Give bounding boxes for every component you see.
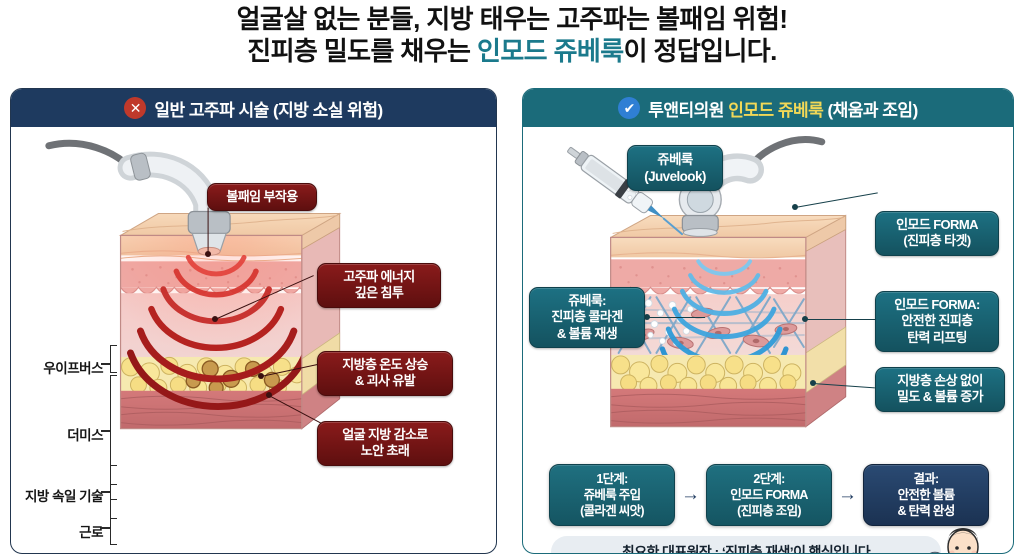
left-panel-header: ✕ 일반 고주파 시술 (지방 소실 위험) <box>11 89 496 127</box>
right-header-pre: 투앤티의원 <box>648 100 729 120</box>
layer-brace-2 <box>110 465 117 519</box>
leader-dot-juvelook <box>644 314 650 320</box>
label-juvelook: 쥬베룩 (Juvelook) <box>627 145 723 191</box>
leader-dot-3 <box>266 392 272 398</box>
layer-tick-2 <box>101 491 110 493</box>
leader-line-juvelook <box>647 317 705 319</box>
right-header-accent: 인모드 쥬베룩 <box>728 100 824 120</box>
right-panel: ✔ 투앤티의원 인모드 쥬베룩 (채움과 조임) <box>522 88 1014 554</box>
page-title: 얼굴살 없는 분들, 지방 태우는 고주파는 볼패임 위험! 진피층 밀도를 채… <box>0 4 1024 67</box>
layer-tick-1 <box>101 430 110 432</box>
step-box-3: 결과: 안전한 볼륨 & 탄력 완성 <box>863 464 989 526</box>
layer-label-0: 우이프버스 <box>43 361 103 376</box>
callout-forma-target: 인모드 FORMA (진피층 타겟) <box>875 211 999 256</box>
leader-line-forma-lifting <box>805 319 875 321</box>
callout-fat-temp: 지방층 온도 상승 & 괴사 유발 <box>317 351 453 396</box>
leader-dot-forma-target <box>792 204 798 210</box>
layer-brace-0 <box>110 345 117 373</box>
step-flow: 1단계: 쥬베룩 주입 (콜라겐 씨앗) → 2단계: 인모드 FORMA (진… <box>541 462 997 528</box>
leader-dot-fat-safe <box>810 380 816 386</box>
bottom-banner: 최요한 대표원장 : ‘진피층 재생’이 핵심입니다 <box>551 536 941 553</box>
layer-tick-0 <box>101 363 110 365</box>
layer-label-1: 더미스 <box>67 428 103 443</box>
leader-dot-1 <box>212 316 218 322</box>
right-panel-body: 쥬베룩 (Juvelook) 쥬베룩: 진피층 콜라겐 & 볼륨 재생 인모드 … <box>523 127 1013 553</box>
syringe-icon <box>567 147 684 236</box>
leader-dot-2 <box>258 373 264 379</box>
title-line-2-post: 이 정답입니다. <box>623 35 778 66</box>
callout-fat-safe: 지방층 손상 없이 밀도 & 볼륨 증가 <box>875 367 1005 412</box>
step-box-2: 2단계: 인모드 FORMA (진피층 조임) <box>706 464 832 526</box>
layer-label-3: 근로 <box>79 525 103 540</box>
callout-forma-lifting: 인모드 FORMA: 안전한 진피층 탄력 리프팅 <box>875 291 999 353</box>
leader-line-0 <box>207 207 209 254</box>
right-panel-header: ✔ 투앤티의원 인모드 쥬베룩 (채움과 조임) <box>523 89 1013 127</box>
left-panel-header-title: 일반 고주파 시술 (지방 소실 위험) <box>154 100 383 120</box>
leader-dot-forma-lifting <box>802 316 808 322</box>
title-line-2-pre: 진피층 밀도를 채우는 <box>247 35 478 66</box>
left-panel-body: 우이프버스 더미스 지방 속일 기술 근로 볼패임 부작용 고주파 에너지 깊은… <box>11 127 496 553</box>
callout-rf-energy: 고주파 에너지 깊은 침투 <box>317 263 441 308</box>
callout-juvelook-collagen: 쥬베룩: 진피층 콜라겐 & 볼륨 재생 <box>529 287 645 349</box>
title-line-2-accent: 인모드 쥬베룩 <box>477 35 624 66</box>
layer-brace-1 <box>110 375 117 485</box>
doctor-magnifier-icon <box>929 528 979 553</box>
check-circle-icon: ✔ <box>618 97 641 119</box>
step-box-1: 1단계: 쥬베룩 주입 (콜라겐 씨앗) <box>549 464 675 526</box>
right-panel-header-title: 투앤티의원 인모드 쥬베룩 (채움과 조임) <box>648 96 918 121</box>
callout-fat-loss: 얼굴 지방 감소로 노안 초래 <box>317 421 453 466</box>
layer-label-2: 지방 속일 기술 <box>25 489 104 504</box>
x-circle-icon: ✕ <box>124 97 147 119</box>
step-arrow-2: → <box>838 484 857 505</box>
title-line-1: 얼굴살 없는 분들, 지방 태우는 고주파는 볼패임 위험! <box>236 4 788 34</box>
layer-brace-3 <box>110 499 117 545</box>
step-arrow-1: → <box>681 484 700 505</box>
right-header-post: (채움과 조임) <box>823 100 918 120</box>
callout-bolpaeim: 볼패임 부작용 <box>207 183 317 212</box>
leader-dot-0 <box>205 251 211 257</box>
layer-tick-3 <box>101 527 110 529</box>
right-skin-diagram <box>567 136 847 428</box>
left-panel: ✕ 일반 고주파 시술 (지방 소실 위험) <box>10 88 497 554</box>
title-line-2: 진피층 밀도를 채우는 인모드 쥬베룩이 정답입니다. <box>0 36 1024 68</box>
rf-handpiece-icon <box>45 139 231 256</box>
